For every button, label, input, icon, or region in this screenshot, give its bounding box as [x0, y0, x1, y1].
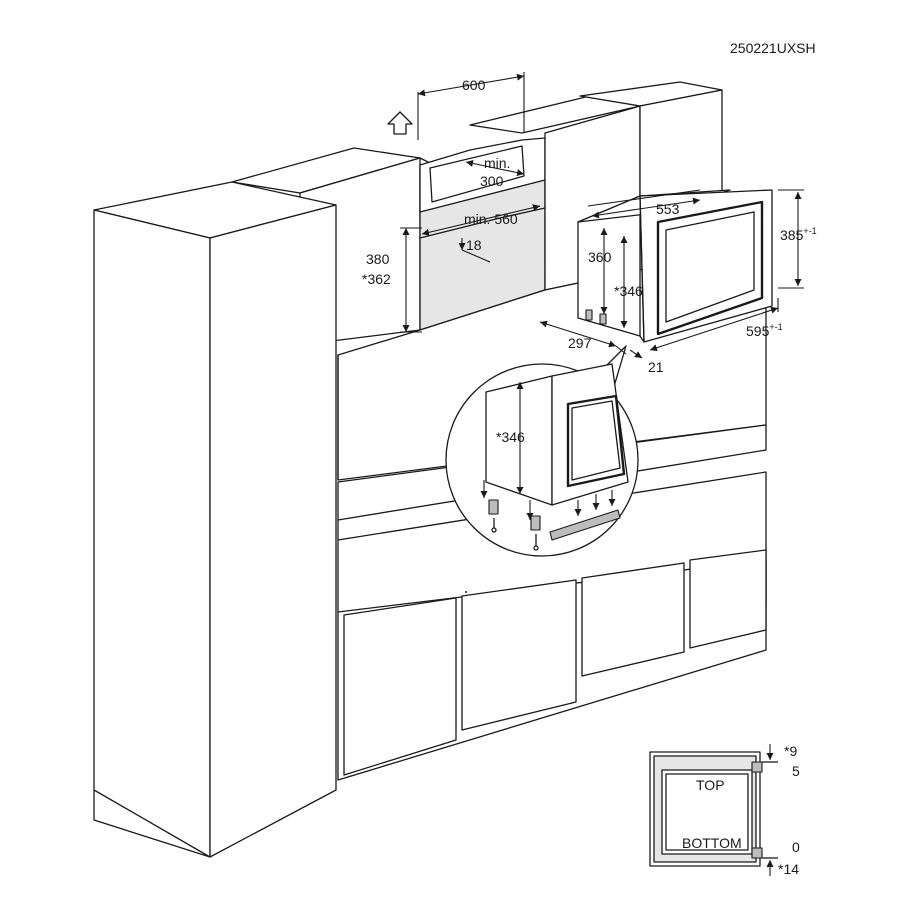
- label-595-tol: +-1: [769, 322, 782, 332]
- label-detail-346: *346: [496, 429, 525, 445]
- inset-bottom-label: BOTTOM: [682, 835, 742, 851]
- inset-top-offset-alt: *9: [784, 743, 797, 759]
- label-553: 553: [656, 201, 680, 217]
- inset-top-offset: 5: [792, 763, 800, 779]
- label-18: 18: [466, 237, 482, 253]
- label-385-value: 385: [780, 227, 804, 243]
- up-arrow-icon: [387, 111, 413, 135]
- dimension-lines: [400, 72, 804, 876]
- inset-diagram: [649, 751, 778, 867]
- label-min-300: min. 300: [480, 155, 514, 189]
- label-595-value: 595: [746, 323, 770, 339]
- inset-bottom-offset: 0: [792, 839, 800, 855]
- inset-bottom-offset-alt: *14: [778, 861, 799, 877]
- label-600: 600: [462, 77, 486, 93]
- inset-labels: TOP BOTTOM *9 5 0 *14: [682, 743, 800, 877]
- label-595: 595+-1: [746, 322, 783, 339]
- inset-top-label: TOP: [696, 777, 725, 793]
- detail-view: [445, 363, 639, 557]
- label-297: 297: [568, 335, 592, 351]
- label-min-300-l1: min.: [484, 155, 510, 171]
- label-360: 360: [588, 249, 612, 265]
- label-385: 385+-1: [780, 226, 817, 243]
- label-min-560: min. 560: [464, 211, 518, 227]
- label-21: 21: [648, 359, 664, 375]
- label-380: 380: [366, 251, 390, 267]
- label-346: *346: [614, 283, 643, 299]
- dimension-labels: 600 min. 300 min. 560 380 *362 18 553 38…: [362, 77, 817, 445]
- label-385-tol: +-1: [803, 226, 816, 236]
- label-min-300-l2: 300: [480, 173, 504, 189]
- tall-cabinet: [93, 181, 337, 858]
- document-code: 250221UXSH: [730, 40, 816, 56]
- label-362: *362: [362, 271, 391, 287]
